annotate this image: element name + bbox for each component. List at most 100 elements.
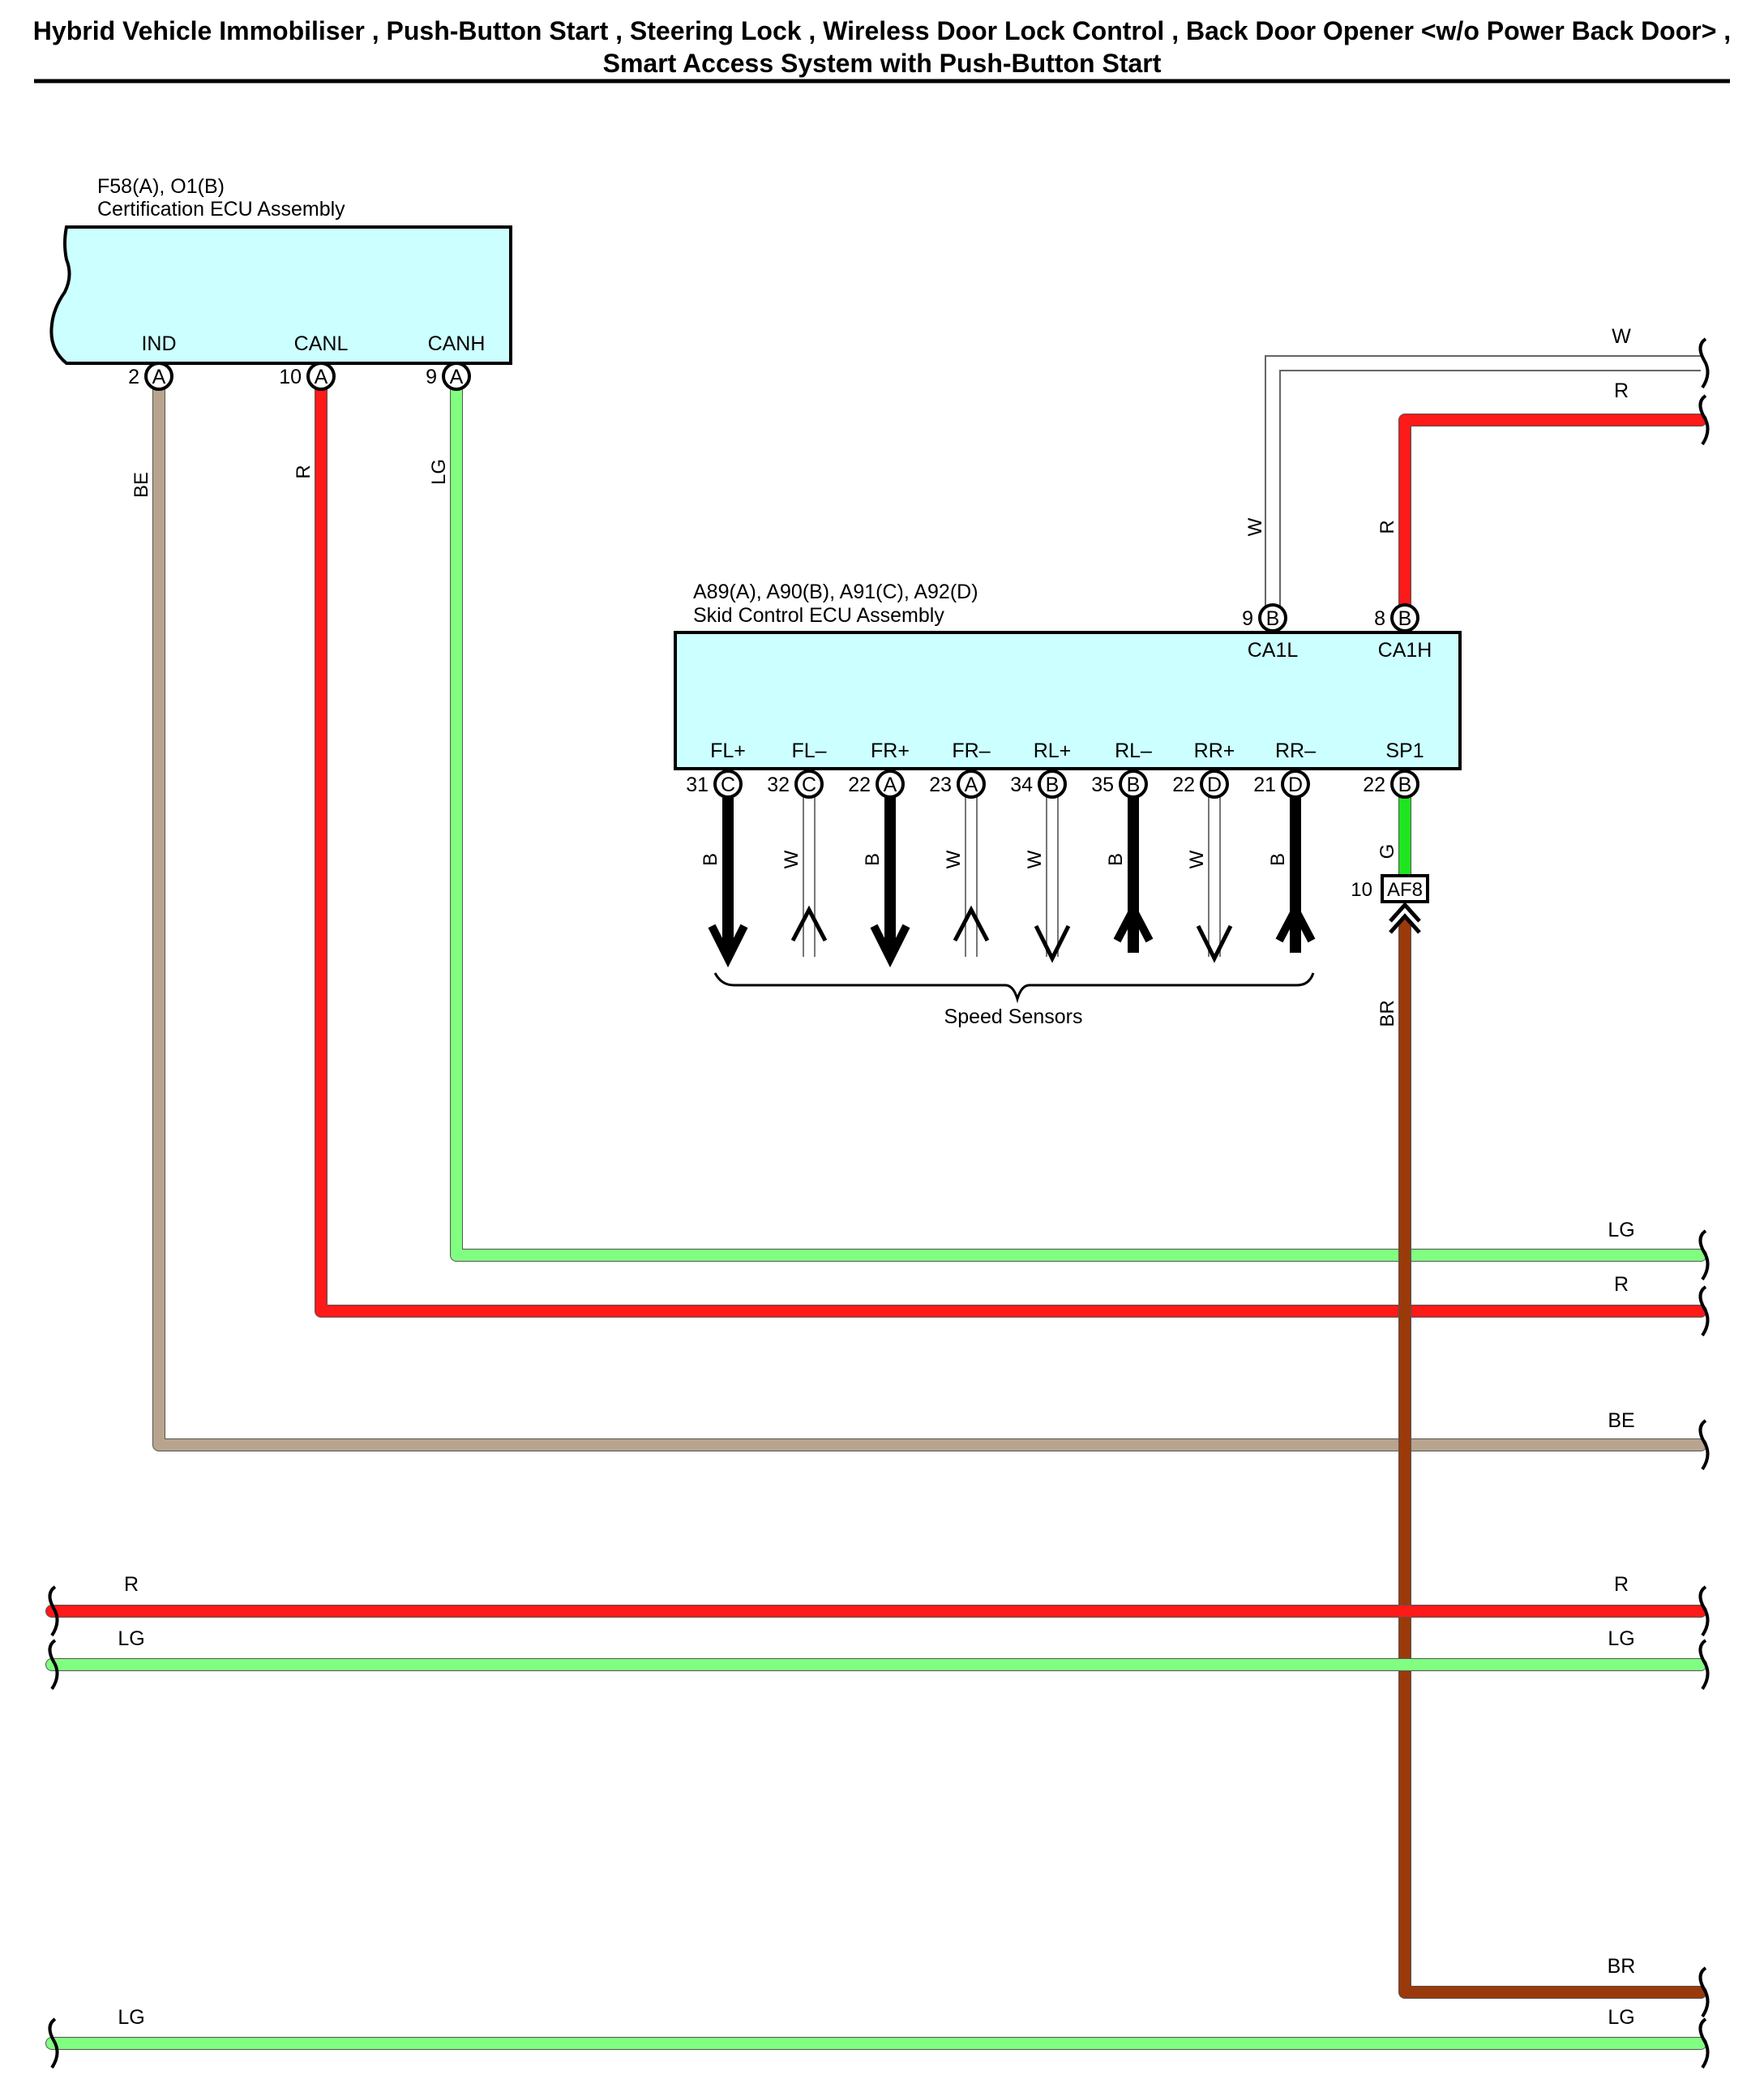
cert-pin-ind: A2 xyxy=(128,362,173,391)
skid-pin-rlm: B 35 xyxy=(1091,769,1148,799)
skid-pin-rlp-number: 34 xyxy=(1010,774,1033,796)
skid-pin-ca1l: B9 xyxy=(1242,603,1287,632)
skid-pin-rlm-number: 35 xyxy=(1091,774,1114,796)
skid-pin-rrp-wire-label: W xyxy=(1186,850,1208,868)
skid-pin-flm-connector: C xyxy=(802,774,816,796)
title-block: Hybrid Vehicle Immobiliser , Push-Button… xyxy=(0,15,1764,79)
wire-label-r: R xyxy=(293,465,315,478)
wire-w-ca1l xyxy=(1265,355,1701,616)
continuation-right-lg: LG xyxy=(1608,1219,1634,1241)
cert-pin-ind-number: 2 xyxy=(128,366,139,388)
continuation-left-lg: LG xyxy=(118,1627,144,1650)
speed-sensor-wire-6 xyxy=(1113,795,1154,953)
cert-pin-ind-label: IND xyxy=(141,332,176,355)
wire-break-left-3 xyxy=(48,2017,59,2069)
skid-pin-rlp-label: RL+ xyxy=(1034,739,1072,762)
speed-sensor-wire-8 xyxy=(1275,795,1316,953)
cert-pin-canh-label: CANH xyxy=(428,332,486,355)
speed-sensor-wire-2 xyxy=(790,795,828,957)
cert-ecu-name: Certification ECU Assembly xyxy=(97,198,345,221)
skid-pin-rlm-connector: B xyxy=(1127,774,1141,796)
skid-pin-ca1h-label: CA1H xyxy=(1378,639,1432,662)
connector-af8-name: AF8 xyxy=(1387,879,1423,901)
skid-pin-sp1: B22 xyxy=(1363,769,1419,799)
continuation-right-be: BE xyxy=(1608,1409,1634,1432)
cert-pin-canl-number: 10 xyxy=(279,366,302,388)
wire-r-ca1h xyxy=(1398,414,1707,623)
skid-pin-rrp-connector: D xyxy=(1207,774,1222,796)
skid-pin-flp-wire-label: B xyxy=(700,853,721,866)
skid-pin-ca1h: B8 xyxy=(1374,603,1419,632)
wire-break-right-6 xyxy=(1698,1585,1710,1637)
continuation-right-br: BR xyxy=(1608,1955,1636,1978)
wire-break-right-1 xyxy=(1698,337,1710,389)
cert-pin-canl: A10 xyxy=(279,362,336,391)
continuation-left-lg-bottom: LG xyxy=(118,2006,144,2029)
skid-pin-rlm-label: RL– xyxy=(1115,739,1152,762)
wire-break-right-4 xyxy=(1698,1285,1710,1337)
skid-pin-rrm: D21 xyxy=(1253,769,1310,799)
wire-label-g-sp1: G xyxy=(1377,844,1398,860)
skid-pin-frp-connector: A xyxy=(884,774,897,796)
speed-sensors-brace xyxy=(713,972,1315,1004)
continuation-right-r-low: R xyxy=(1614,1573,1629,1596)
skid-pin-frm-wire-label: W xyxy=(943,850,965,868)
skid-pin-flp: C 31 xyxy=(686,769,743,799)
skid-pin-rlp-connector: B xyxy=(1046,774,1060,796)
cert-pin-canh-connector: A xyxy=(450,366,464,388)
skid-pin-sp1-connector: B xyxy=(1398,774,1412,796)
cert-pin-canl-label: CANL xyxy=(294,332,349,355)
skid-pin-rlm-wire-label: B xyxy=(1105,853,1127,866)
continuation-left-r: R xyxy=(124,1573,139,1596)
skid-pin-ca1l-label: CA1L xyxy=(1248,639,1299,662)
speed-sensor-wire-1 xyxy=(708,795,748,968)
wire-br xyxy=(1398,918,1707,1999)
wire-break-right-5 xyxy=(1698,1419,1710,1471)
wire-break-left-1 xyxy=(48,1585,59,1637)
connector-af8: AF8 10 xyxy=(1351,874,1429,934)
skid-pin-rrp-label: RR+ xyxy=(1194,739,1235,762)
diagram-title-line-1: Hybrid Vehicle Immobiliser , Push-Button… xyxy=(32,16,1732,45)
wire-label-lg: LG xyxy=(428,459,450,485)
speed-sensor-wire-7 xyxy=(1196,795,1233,963)
wire-label-r-ca1h: R xyxy=(1377,520,1398,534)
wire-label-w-ca1l: W xyxy=(1244,517,1266,536)
skid-pin-frm-number: 23 xyxy=(929,774,952,796)
skid-pin-flp-label: FL+ xyxy=(710,739,746,762)
skid-pin-frp: A 22 xyxy=(848,769,905,799)
wire-break-right-9 xyxy=(1698,2017,1710,2069)
wire-break-right-8 xyxy=(1698,1966,1710,2018)
skid-pin-frp-number: 22 xyxy=(848,774,871,796)
wire-label-be: BE xyxy=(131,472,152,498)
wire-break-right-2 xyxy=(1698,394,1710,446)
skid-pin-ca1h-connector: B xyxy=(1398,607,1412,630)
skid-pin-ca1h-number: 8 xyxy=(1374,607,1385,630)
skid-pin-flp-connector: C xyxy=(721,774,735,796)
skid-pin-sp1-label: SP1 xyxy=(1385,739,1424,762)
skid-pin-flm-number: 32 xyxy=(767,774,790,796)
cert-pin-canh-number: 9 xyxy=(426,366,437,388)
skid-ecu-box xyxy=(674,631,1462,770)
continuation-right-w: W xyxy=(1612,325,1631,348)
wire-break-left-2 xyxy=(48,1639,59,1691)
skid-pin-flp-number: 31 xyxy=(686,774,709,796)
connector-af8-number: 10 xyxy=(1351,879,1372,901)
skid-pin-rrm-label: RR– xyxy=(1275,739,1316,762)
continuation-right-lg-low: LG xyxy=(1608,1627,1634,1650)
cert-ecu-code: F58(A), O1(B) xyxy=(97,175,225,198)
skid-pin-flm: C 32 xyxy=(767,769,824,799)
cert-pin-ind-connector: A xyxy=(152,366,166,388)
wire-label-br: BR xyxy=(1377,1000,1398,1027)
skid-pin-flm-wire-label: W xyxy=(781,850,803,868)
skid-pin-flm-label: FL– xyxy=(791,739,826,762)
skid-pin-frm-label: FR– xyxy=(952,739,990,762)
continuation-right-r-mid: R xyxy=(1614,1273,1629,1296)
cert-pin-canh: A9 xyxy=(426,362,471,391)
cert-ecu-box xyxy=(49,225,512,365)
skid-ecu-name: Skid Control ECU Assembly xyxy=(693,604,944,627)
wires-layer xyxy=(45,355,1707,2050)
skid-pin-rrp-number: 22 xyxy=(1172,774,1195,796)
skid-pin-rrm-connector: D xyxy=(1288,774,1303,796)
